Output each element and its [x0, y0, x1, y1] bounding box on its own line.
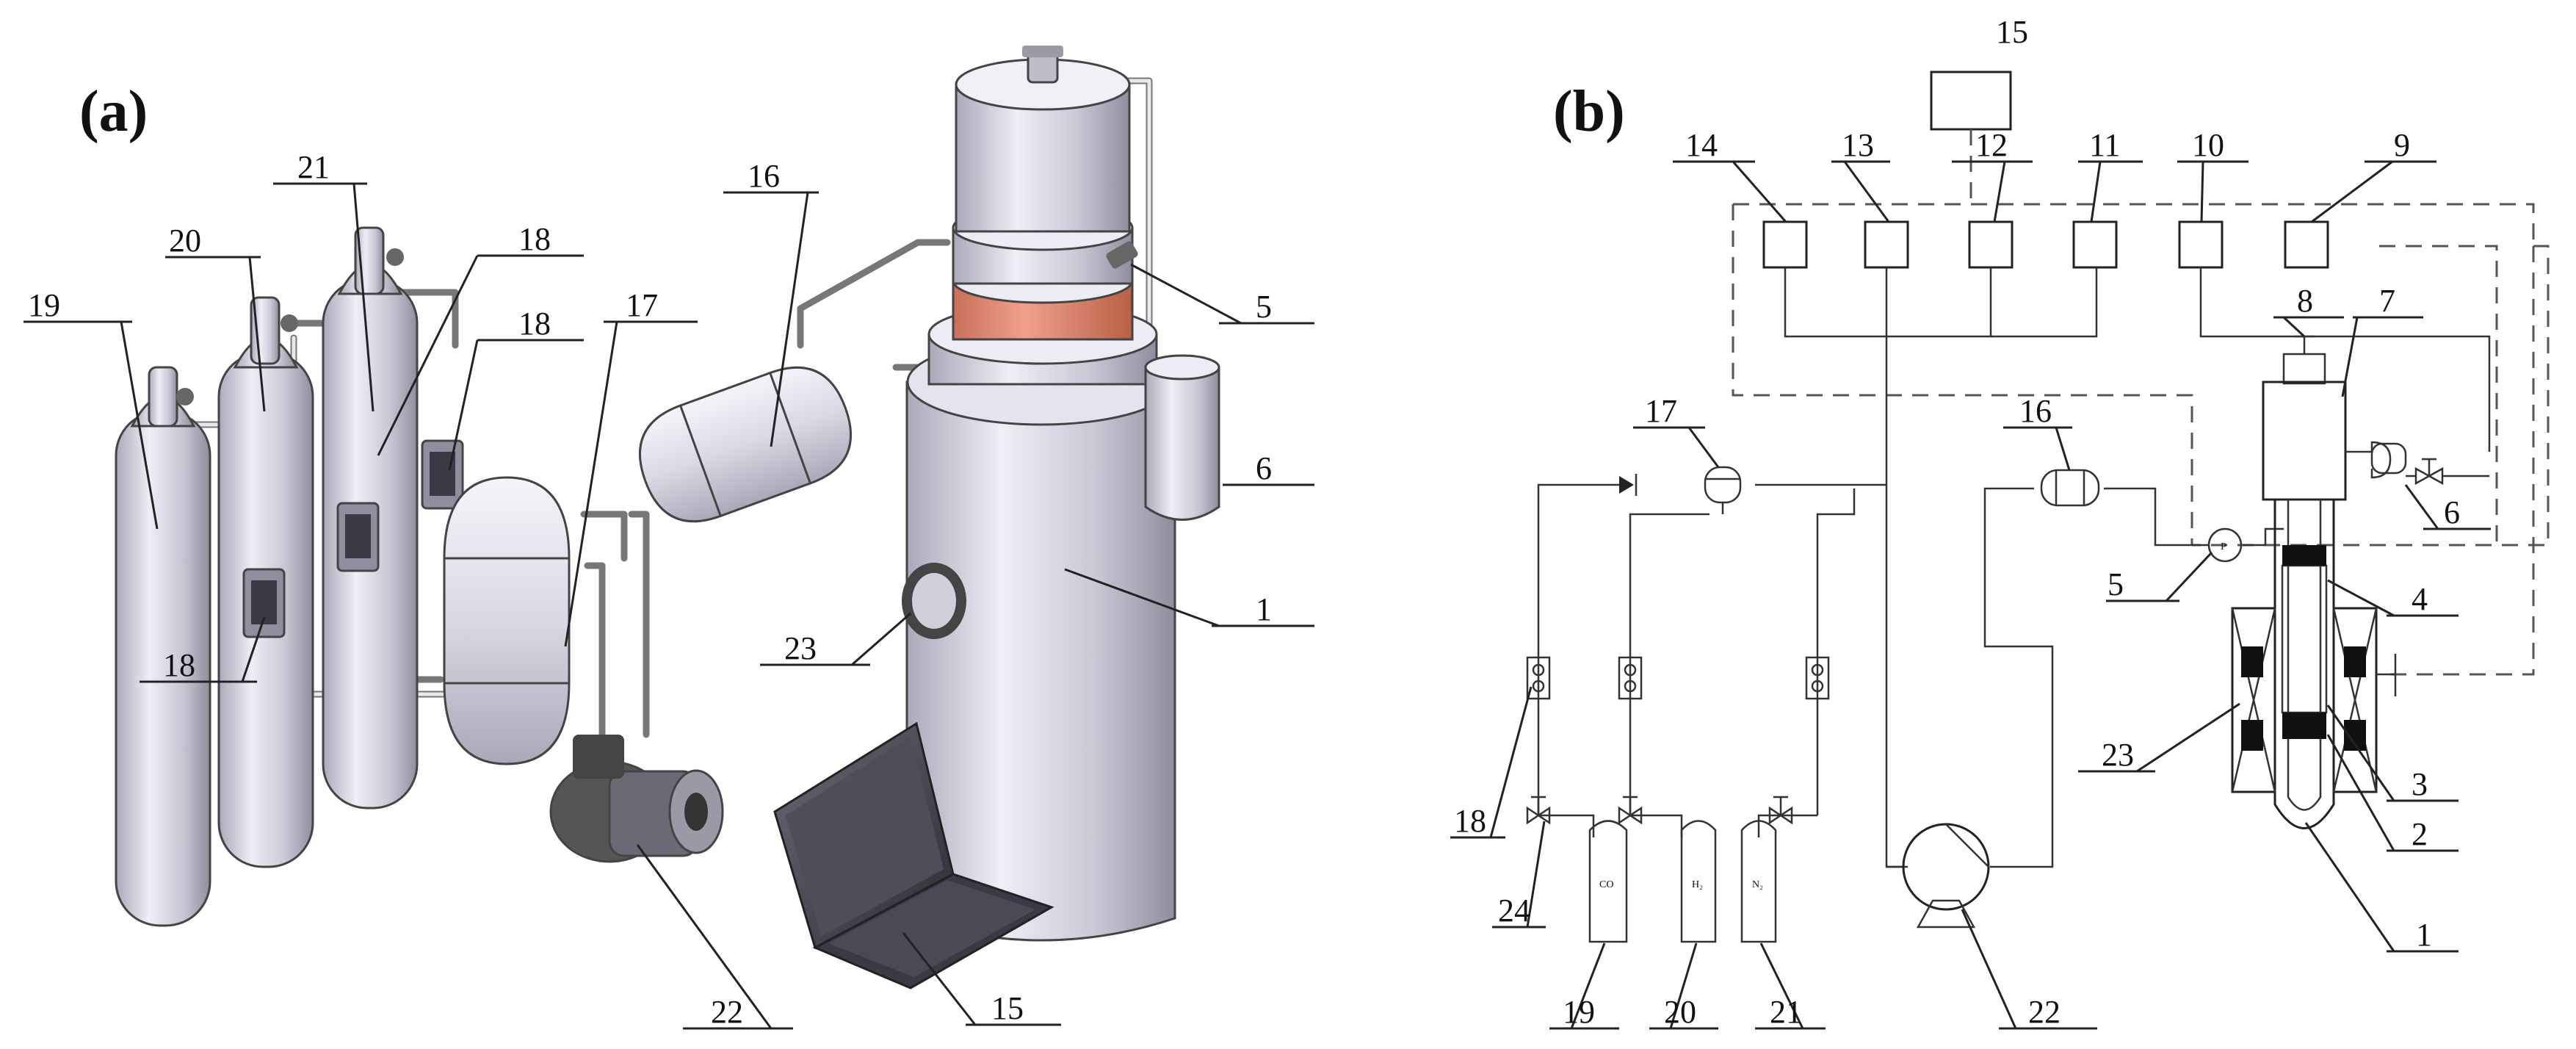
- panel-b-label: (b): [1553, 79, 1625, 144]
- label-b-21: 21: [1770, 994, 1802, 1030]
- label-b-7: 7: [2379, 283, 2395, 319]
- label-b-8: 8: [2297, 283, 2313, 319]
- controller-14: [1762, 220, 1808, 269]
- label-b-17: 17: [1645, 393, 1677, 429]
- label-b-22: 22: [2028, 994, 2061, 1030]
- label-b-3: 3: [2412, 766, 2428, 802]
- labels-a: 19 20 21 18 18 18 17 16 5 6 1 23 15 22: [28, 149, 1272, 1030]
- controller-12: [1968, 220, 2014, 269]
- mass-flow-controller-18-a3: [421, 439, 464, 510]
- vacuum-pump-22-b: [1902, 823, 1990, 929]
- cylinder-21-b: N₂: [1740, 820, 1777, 943]
- label-b-11: 11: [2089, 127, 2120, 163]
- computer-15-box: [1930, 71, 2012, 131]
- cylinder-20-gas: H₂: [1692, 879, 1703, 890]
- reactor-b: [2231, 335, 2397, 829]
- label-b-14: 14: [1685, 127, 1718, 163]
- furnace-right: [2332, 607, 2378, 793]
- shutoff-valves-24: [1526, 796, 1817, 837]
- label-a-17: 17: [626, 287, 658, 323]
- computer-15-laptop: [773, 721, 1054, 989]
- controller-boxes: [1762, 220, 2329, 269]
- vacuum-pump-22: [549, 735, 724, 863]
- label-b-24: 24: [1498, 893, 1530, 929]
- check-valve: [1619, 474, 1638, 496]
- control-wiring: [1784, 267, 2491, 868]
- label-a-18-top: 18: [518, 221, 551, 257]
- pressure-sensor-5-a: [1106, 241, 1138, 269]
- leader-lines-b: [1450, 160, 2491, 1030]
- mass-flow-controller-18-a1: [242, 568, 286, 638]
- label-b-23: 23: [2102, 737, 2134, 773]
- labels-b: 15 14 13 12 11 10 9 8 7 6 4 3 2 1 23 5 1…: [1454, 14, 2460, 1030]
- label-b-2: 2: [2412, 816, 2428, 852]
- pressure-symbol: P: [2221, 541, 2226, 552]
- label-a-21: 21: [297, 149, 330, 185]
- label-a-23: 23: [784, 630, 817, 666]
- panel-b: (b): [1450, 14, 2550, 1030]
- pump-line: [1886, 487, 2054, 868]
- panel-a: (a): [23, 46, 1314, 1030]
- label-a-18-mid: 18: [518, 306, 551, 342]
- panel-a-label: (a): [79, 79, 148, 144]
- label-b-10: 10: [2192, 127, 2224, 163]
- label-b-12: 12: [1975, 127, 2008, 163]
- controller-10: [2178, 220, 2224, 269]
- signal-bus-dashed: [1732, 203, 2550, 676]
- label-b-5: 5: [2108, 566, 2124, 602]
- furnace-left: [2231, 607, 2276, 793]
- leader-lines-a: [23, 182, 1314, 1030]
- buffer-16-line: [2104, 487, 2209, 547]
- label-a-22: 22: [711, 994, 743, 1030]
- label-b-20: 20: [1664, 994, 1696, 1030]
- label-a-19: 19: [28, 287, 60, 323]
- gas-line-19: [1537, 483, 1629, 815]
- buffer-tank-16-b: [2040, 469, 2100, 507]
- label-b-1: 1: [2416, 917, 2432, 953]
- cylinder-19-gas: CO: [1599, 879, 1613, 890]
- label-b-9: 9: [2394, 127, 2410, 163]
- cylinder-20-b: H₂: [1680, 820, 1717, 943]
- vessel-6-b: [2345, 441, 2489, 486]
- label-a-5: 5: [1256, 289, 1272, 325]
- sensor-5-line: [2243, 527, 2284, 547]
- label-b-15: 15: [1996, 14, 2028, 50]
- buffer-tank-16: [639, 366, 852, 523]
- label-b-4: 4: [2412, 581, 2428, 617]
- label-b-6: 6: [2444, 494, 2460, 530]
- label-b-18: 18: [1454, 803, 1486, 839]
- vessel-6-a: [1144, 354, 1220, 521]
- gas-cylinder-19: [115, 366, 211, 927]
- mass-flow-controller-18-a2: [336, 502, 380, 572]
- label-a-15: 15: [991, 990, 1024, 1026]
- label-a-20: 20: [169, 223, 201, 259]
- viewing-window-23: [902, 563, 966, 639]
- label-a-16: 16: [748, 158, 780, 194]
- buffer-tank-17: [443, 476, 571, 765]
- label-b-16: 16: [2019, 393, 2052, 429]
- label-b-19: 19: [1563, 994, 1595, 1030]
- label-a-6: 6: [1256, 450, 1272, 486]
- gas-line-20: [1629, 513, 1710, 815]
- label-a-18-low: 18: [163, 647, 195, 683]
- controller-13: [1864, 220, 1909, 269]
- reactor-1: [905, 46, 1176, 942]
- buffer-tank-17-b: [1704, 466, 1742, 514]
- controller-9: [2284, 220, 2329, 269]
- cylinder-19-b: CO: [1588, 820, 1628, 943]
- label-a-1: 1: [1256, 591, 1272, 627]
- pressure-sensor-5-b: P: [2207, 527, 2243, 563]
- label-b-13: 13: [1842, 127, 1874, 163]
- gas-line-21: [1816, 489, 1856, 815]
- support-layer-2: [2282, 713, 2326, 739]
- cylinder-21-gas: N₂: [1752, 879, 1763, 890]
- controller-11: [2072, 220, 2118, 269]
- flow-meters-18: [1526, 656, 1830, 700]
